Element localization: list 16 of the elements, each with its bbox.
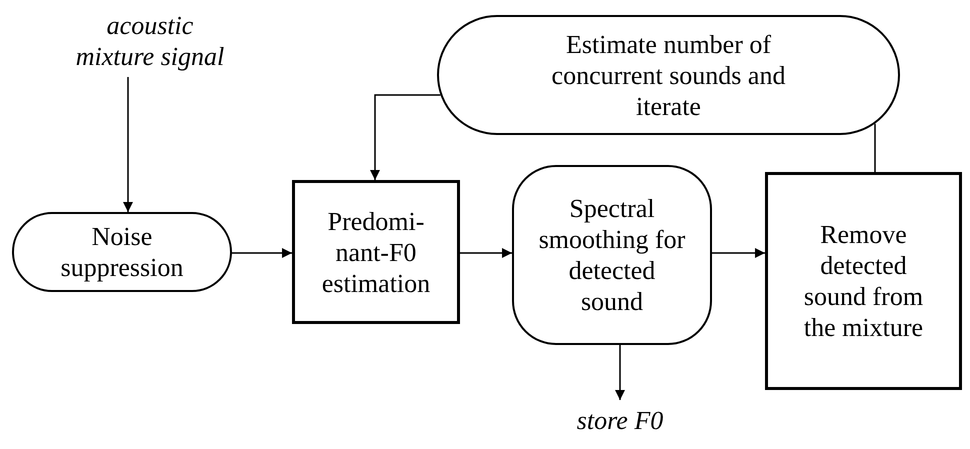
arrow — [123, 77, 133, 212]
node-text: store F0 — [576, 404, 664, 436]
process-box — [765, 172, 962, 390]
node-text: Predomi- nant-F0 estimation — [320, 206, 432, 298]
arrow — [232, 248, 292, 258]
arrow — [712, 248, 765, 258]
node-text: Noise suppression — [60, 221, 184, 283]
process-rounded-box — [512, 165, 712, 345]
node-text: Remove detected sound from the mixture — [802, 219, 924, 343]
process-box — [292, 180, 460, 324]
arrow — [615, 345, 625, 400]
arrow — [460, 248, 512, 258]
node-text: Estimate number of concurrent sounds and iterate — [550, 28, 786, 122]
node-text: Spectral smoothing for detected sound — [538, 193, 686, 317]
node-text: acoustic mixture signal — [74, 10, 226, 72]
arrow — [370, 94, 440, 180]
